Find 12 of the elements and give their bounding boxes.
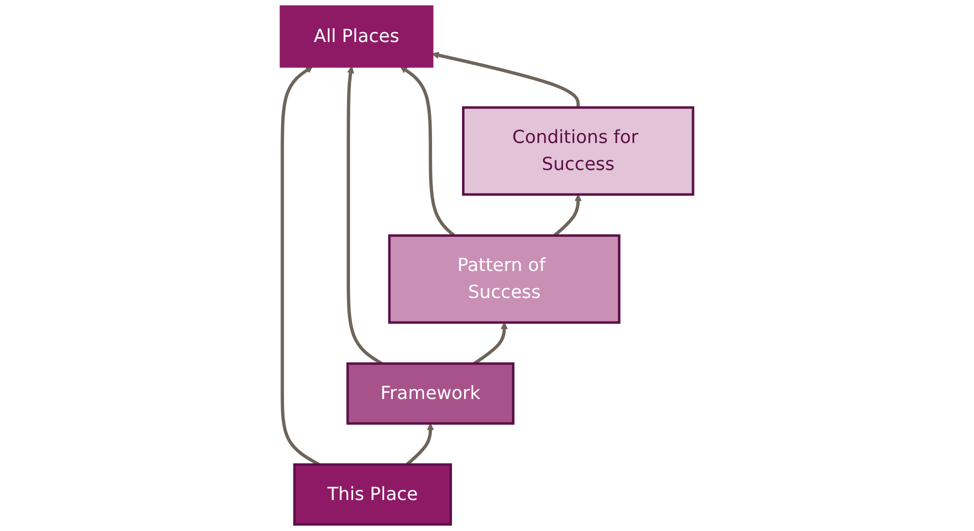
arrow [432, 52, 580, 108]
node-box: All Places [280, 5, 434, 68]
node-box: Conditions for Success [462, 106, 694, 196]
arrow [406, 423, 434, 466]
arrow [473, 322, 508, 365]
arrow [346, 66, 383, 365]
arrow [400, 66, 456, 237]
node-box: Framework [346, 362, 514, 425]
node-box: Pattern of Success [388, 234, 620, 324]
arrow [280, 66, 320, 466]
arrow [553, 194, 582, 237]
node-box: This Place [293, 463, 452, 526]
